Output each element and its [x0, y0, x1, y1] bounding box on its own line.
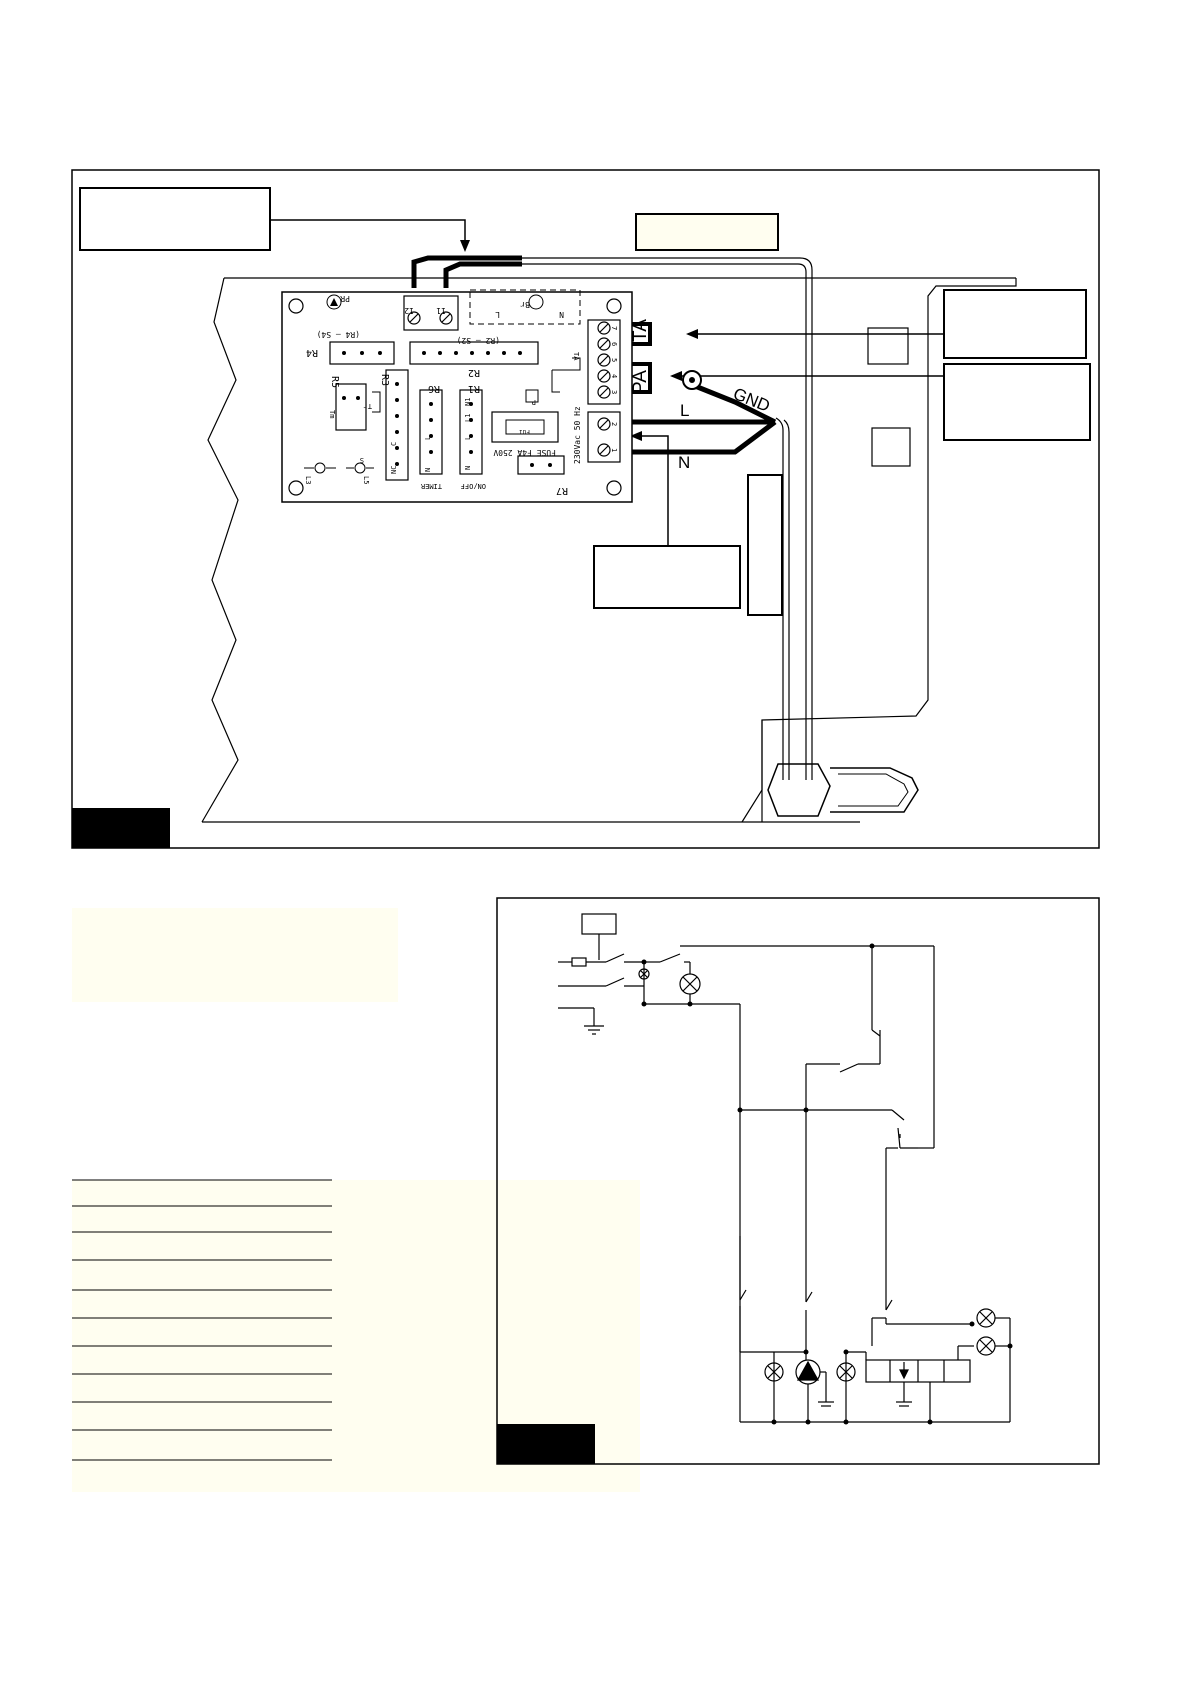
label-term-2: 2	[610, 422, 618, 426]
callout-box-ta	[943, 289, 1087, 359]
wire-n	[618, 420, 777, 455]
label-tr: Tr	[364, 402, 372, 410]
schematic-diagram	[496, 897, 1100, 1465]
boiler-outline-zigzag	[201, 277, 239, 823]
pressure-switch-tag	[525, 389, 539, 403]
label-burner: Br	[520, 300, 530, 309]
wiring-diagram: (R4 — S4) (R2 — S2) R4 R2 R3 R6 R1 R5 R7…	[71, 169, 1100, 849]
schematic-frame	[496, 897, 1100, 1465]
schematic-tab-black	[497, 1424, 595, 1464]
fuse-symbol	[571, 957, 587, 967]
terminal-strip-supply	[587, 411, 621, 463]
cable-sheath	[522, 257, 813, 780]
lamp-load-1-icon	[764, 1362, 784, 1382]
callout-box-vertical	[747, 474, 783, 616]
label-s: S	[360, 456, 364, 464]
callout-box-top-center	[635, 213, 779, 251]
lamp-l5-icon	[354, 462, 366, 474]
label-timer: TIMER	[420, 482, 442, 490]
callout-box-supply	[593, 545, 741, 609]
label-term-7: 7	[610, 326, 618, 330]
burner-area	[469, 289, 581, 325]
caption-r2-s2: (R2 — S2)	[457, 336, 500, 345]
label-term-11: 11	[436, 306, 446, 315]
wire-top-right	[443, 261, 522, 288]
label-tm: Tm	[328, 410, 336, 418]
connector-r7	[517, 455, 565, 475]
label-r3-c: C	[390, 442, 398, 446]
label-r7: R7	[556, 485, 568, 496]
label-supply: 230Vac 50 Hz	[573, 406, 582, 464]
label-r1-l: L	[464, 436, 472, 440]
legend-area	[72, 908, 640, 1492]
wiring-frame	[71, 169, 1100, 849]
label-ta: TA	[630, 319, 651, 342]
ta-jumper	[618, 322, 652, 346]
label-term-3: 3	[610, 390, 618, 394]
caption-r4-s4: (R4 — S4)	[317, 330, 360, 339]
label-l3: L3	[304, 476, 312, 484]
lamp-small-icon	[638, 968, 650, 980]
pump-icon	[326, 294, 342, 310]
label-pressure-tag: P	[532, 398, 536, 406]
label-r6: R6	[428, 383, 440, 394]
note-box	[72, 908, 398, 1002]
input-device-box	[581, 913, 617, 935]
connector-r1	[459, 389, 483, 475]
component-square-1	[867, 327, 909, 365]
label-r6-n: N	[424, 468, 432, 472]
label-r5: R5	[329, 376, 340, 388]
connector-r6	[419, 389, 443, 475]
label-term-6: 6	[610, 342, 618, 346]
callout-box-pa	[943, 363, 1091, 441]
cable-gland	[767, 763, 831, 817]
label-term-4: 4	[610, 374, 618, 378]
label-r1-l1: L1	[464, 414, 472, 422]
connector-r3	[385, 369, 409, 481]
label-r6-l: L	[424, 436, 432, 440]
label-term-12: 12	[404, 306, 414, 315]
callout-arrow-top	[270, 219, 466, 246]
label-r4: R4	[306, 347, 318, 358]
fuse-holder	[491, 411, 559, 443]
label-r2: R2	[468, 367, 480, 378]
callout-arrow-supply	[636, 435, 669, 546]
label-term-1: 1	[610, 448, 618, 452]
wire-gnd	[689, 381, 777, 425]
label-r3-nc: NC	[390, 466, 398, 474]
label-fuse: FUSE F4A 250V	[493, 448, 556, 457]
pa-jumper	[618, 362, 652, 394]
label-r1: R1	[468, 383, 480, 394]
label-r3: R3	[379, 374, 390, 386]
cable-gland-body	[830, 767, 919, 813]
figure-tab-black	[72, 808, 170, 848]
legend-table-lines	[72, 1179, 332, 1461]
label-burner-l: L	[495, 310, 500, 319]
wire-top-left	[411, 255, 522, 288]
label-r1-n: N	[464, 466, 472, 470]
label-l5: L5	[362, 476, 370, 484]
label-fuse-tag: Fu1	[519, 428, 530, 435]
label-n: N	[678, 453, 690, 472]
label-r1-n1: N1	[464, 398, 472, 406]
label-onoff: ON/OFF	[461, 482, 486, 490]
label-ta-tag: TA	[572, 352, 580, 361]
label-term-5: 5	[610, 358, 618, 362]
label-pump: PR	[340, 294, 350, 303]
connector-r5	[335, 383, 367, 431]
label-pa: PA	[630, 370, 651, 394]
callout-box-top-left	[79, 187, 271, 251]
lamp-l3-icon	[314, 462, 326, 474]
label-burner-n: N	[559, 310, 564, 319]
lamp-load-2-icon	[836, 1362, 856, 1382]
label-l: L	[680, 401, 689, 420]
component-square-2	[871, 427, 911, 467]
